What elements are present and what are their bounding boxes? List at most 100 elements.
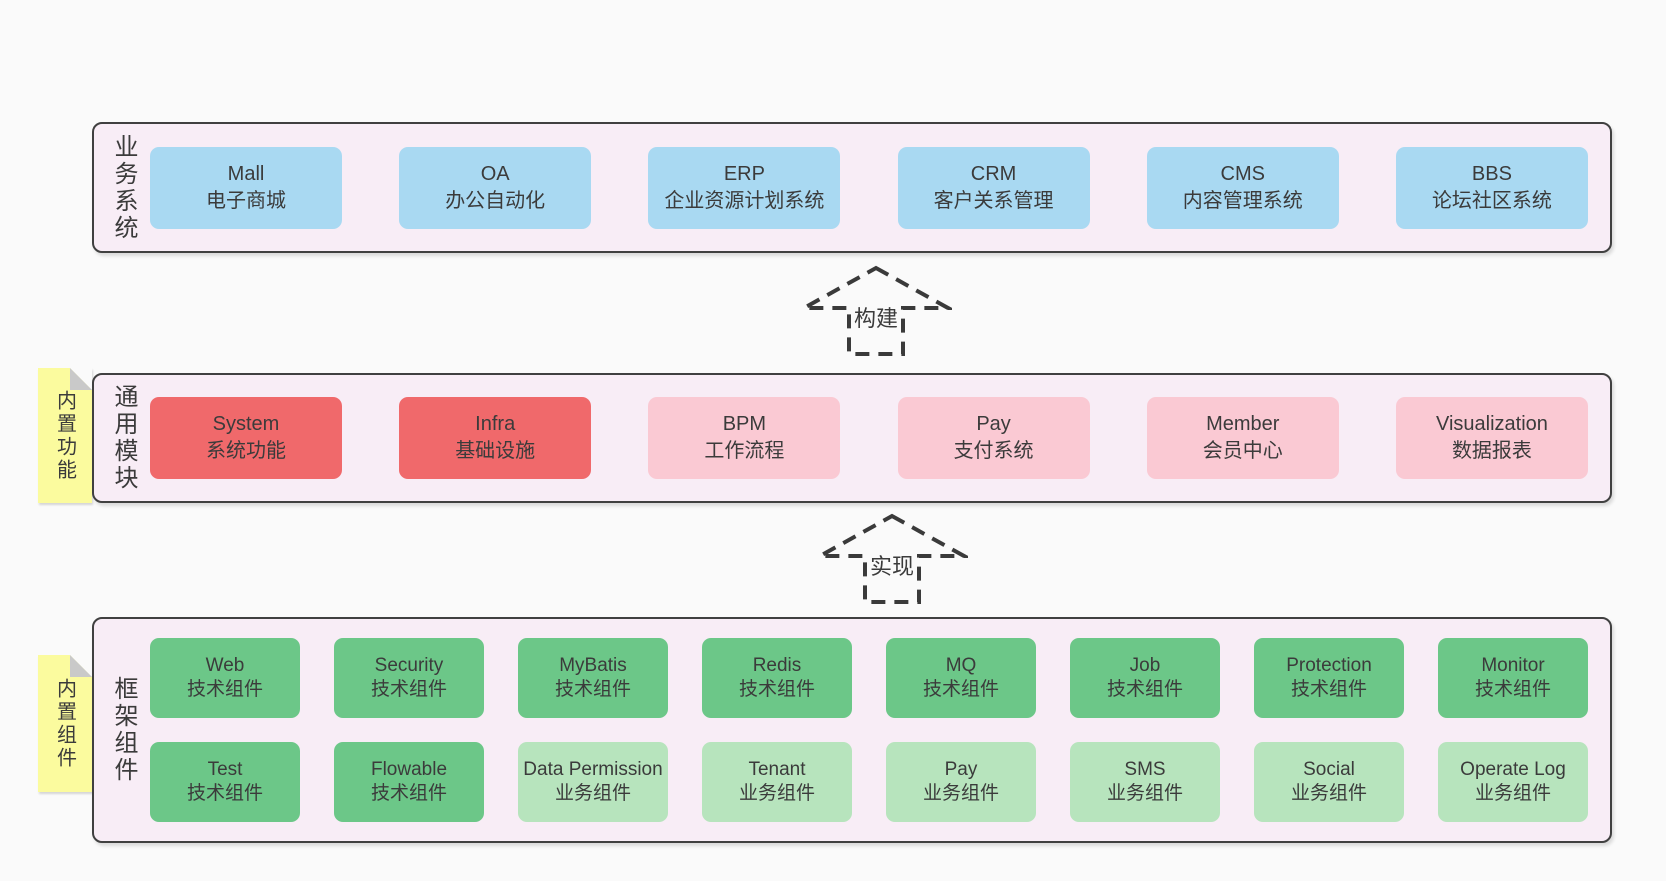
box-test: Test 技术组件: [150, 742, 300, 822]
box-operate-log: Operate Log 业务组件: [1438, 742, 1588, 822]
box-name: ERP: [723, 162, 765, 185]
box-name: Visualization: [1435, 413, 1548, 435]
note-fold-corner-icon: [70, 368, 92, 390]
box-name: MQ: [945, 655, 977, 676]
box-name: Operate Log: [1460, 759, 1566, 780]
box-desc: 论坛社区系统: [1431, 189, 1552, 212]
box-member: Member 会员中心: [1146, 397, 1339, 479]
note-label: 内置组件: [53, 677, 76, 770]
layer-framework-components: 框架组件 Web 技术组件 Security 技术组件 MyBatis 技术组件…: [92, 617, 1612, 843]
box-desc: 技术组件: [738, 679, 815, 700]
box-name: Web: [205, 655, 245, 676]
box-row: Mall 电子商城 OA 办公自动化 ERP 企业资源计划系统 CRM 客户关系…: [150, 146, 1588, 229]
box-desc: 企业资源计划系统: [664, 189, 825, 212]
box-row: System 系统功能 Infra 基础设施 BPM 工作流程 Pay 支付系统…: [150, 397, 1588, 479]
layer-label-framework-components: 框架组件: [110, 676, 137, 784]
box-desc: 技术组件: [370, 679, 447, 700]
box-name: Infra: [475, 413, 516, 435]
box-desc: 业务组件: [1106, 783, 1183, 804]
box-row: Web 技术组件 Security 技术组件 MyBatis 技术组件 Redi…: [150, 638, 1588, 718]
box-bbs: BBS 论坛社区系统: [1395, 146, 1588, 229]
box-cms: CMS 内容管理系统: [1146, 146, 1339, 229]
box-security: Security 技术组件: [334, 638, 484, 718]
note-label: 内置功能: [53, 389, 76, 482]
box-desc: 会员中心: [1202, 440, 1283, 462]
box-tenant: Tenant 业务组件: [702, 742, 852, 822]
box-desc: 技术组件: [1290, 679, 1367, 700]
box-desc: 技术组件: [554, 679, 631, 700]
box-desc: 业务组件: [554, 783, 631, 804]
box-desc: 技术组件: [186, 679, 263, 700]
box-name: Flowable: [370, 759, 448, 780]
box-name: Tenant: [748, 759, 806, 780]
layer-rows: Web 技术组件 Security 技术组件 MyBatis 技术组件 Redi…: [150, 619, 1588, 841]
box-name: Job: [1129, 655, 1161, 676]
box-desc: 支付系统: [953, 440, 1034, 462]
box-infra: Infra 基础设施: [399, 397, 592, 479]
box-mybatis: MyBatis 技术组件: [518, 638, 668, 718]
box-pay-business: Pay 业务组件: [886, 742, 1036, 822]
box-name: Mall: [227, 162, 265, 185]
box-oa: OA 办公自动化: [399, 146, 592, 229]
box-protection: Protection 技术组件: [1254, 638, 1404, 718]
box-row: Test 技术组件 Flowable 技术组件 Data Permission …: [150, 742, 1588, 822]
box-mall: Mall 电子商城: [150, 146, 342, 229]
box-name: Protection: [1286, 655, 1372, 676]
box-desc: 技术组件: [1474, 679, 1551, 700]
box-erp: ERP 企业资源计划系统: [648, 146, 841, 229]
layer-label-business-systems: 业务系统: [110, 133, 137, 242]
note-builtin-components: 内置组件: [38, 655, 92, 792]
box-name: Redis: [752, 655, 802, 676]
box-name: BPM: [722, 413, 767, 435]
box-bpm: BPM 工作流程: [648, 397, 841, 479]
box-sms: SMS 业务组件: [1070, 742, 1220, 822]
box-desc: 基础设施: [455, 440, 536, 462]
box-desc: 内容管理系统: [1182, 189, 1303, 212]
layer-rows: System 系统功能 Infra 基础设施 BPM 工作流程 Pay 支付系统…: [150, 375, 1588, 501]
arrow-up-icon: [800, 265, 952, 356]
box-data-permission: Data Permission 业务组件: [518, 742, 668, 822]
box-job: Job 技术组件: [1070, 638, 1220, 718]
box-mq: MQ 技术组件: [886, 638, 1036, 718]
box-social: Social 业务组件: [1254, 742, 1404, 822]
box-desc: 工作流程: [704, 440, 785, 462]
box-desc: 技术组件: [370, 783, 447, 804]
box-desc: 电子商城: [206, 189, 286, 212]
box-name: Test: [207, 759, 243, 780]
layer-business-systems: 业务系统 Mall 电子商城 OA 办公自动化 ERP 企业资源计划系统 CRM…: [92, 122, 1612, 253]
box-system: System 系统功能: [150, 397, 342, 479]
box-name: System: [212, 413, 280, 435]
box-desc: 业务组件: [738, 783, 815, 804]
box-visualization: Visualization 数据报表: [1395, 397, 1588, 479]
box-desc: 数据报表: [1451, 440, 1532, 462]
box-name: CRM: [970, 162, 1017, 185]
box-name: Data Permission: [523, 759, 663, 780]
box-desc: 技术组件: [186, 783, 263, 804]
box-pay: Pay 支付系统: [897, 397, 1090, 479]
box-name: Social: [1303, 759, 1355, 780]
box-name: OA: [480, 162, 510, 185]
box-desc: 客户关系管理: [933, 189, 1054, 212]
arrow-up-icon: [816, 513, 968, 604]
box-redis: Redis 技术组件: [702, 638, 852, 718]
box-name: Monitor: [1481, 655, 1545, 676]
arrow-build: 构建: [800, 265, 952, 357]
note-builtin-features: 内置功能: [38, 368, 92, 503]
box-name: SMS: [1124, 759, 1166, 780]
box-name: Member: [1206, 413, 1280, 435]
arrow-implement: 实现: [816, 513, 968, 605]
layer-rows: Mall 电子商城 OA 办公自动化 ERP 企业资源计划系统 CRM 客户关系…: [150, 124, 1588, 251]
box-desc: 业务组件: [922, 783, 999, 804]
box-monitor: Monitor 技术组件: [1438, 638, 1588, 718]
box-flowable: Flowable 技术组件: [334, 742, 484, 822]
box-desc: 业务组件: [1290, 783, 1367, 804]
layer-common-modules: 通用模块 System 系统功能 Infra 基础设施 BPM 工作流程 Pay…: [92, 373, 1612, 503]
arrow-label: 实现: [866, 549, 918, 581]
box-name: MyBatis: [559, 655, 627, 676]
note-fold-corner-icon: [70, 655, 92, 677]
box-name: Pay: [976, 413, 1011, 435]
box-web: Web 技术组件: [150, 638, 300, 718]
box-name: CMS: [1220, 162, 1265, 185]
box-desc: 业务组件: [1474, 783, 1551, 804]
